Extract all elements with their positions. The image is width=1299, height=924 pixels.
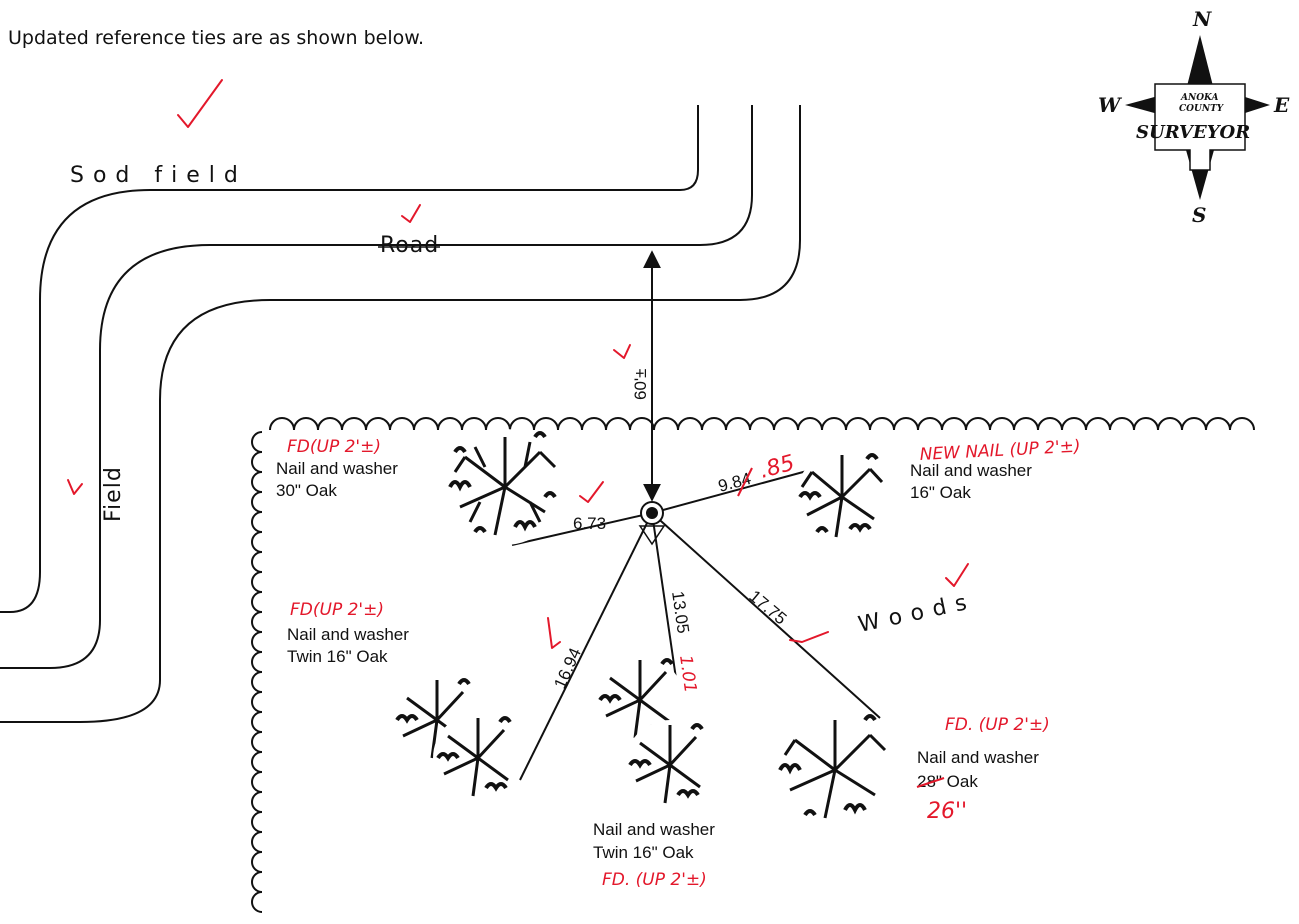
se-tree-desc-strike xyxy=(916,777,945,788)
check-mark-woods xyxy=(945,563,969,587)
compass-north-arrow xyxy=(1186,35,1214,90)
road-edge-outer xyxy=(0,105,699,613)
check-mark-north-tie xyxy=(613,344,631,359)
tie-distance-ne-new: .85 xyxy=(757,451,797,484)
check-mark-sw-tie xyxy=(547,617,561,649)
compass-east-arrow xyxy=(1242,96,1270,114)
road-centerline xyxy=(0,105,753,669)
check-mark-sod-field xyxy=(177,79,223,128)
check-mark-se-tie xyxy=(789,631,829,643)
sod-field-label: S o d f i e l d xyxy=(70,163,239,188)
badge-surveyor: SURVEYOR xyxy=(1136,122,1250,143)
road-lines xyxy=(0,105,801,723)
survey-monument xyxy=(638,501,666,546)
tree-icon-s-twin-2 xyxy=(625,720,715,810)
tie-line-sw xyxy=(519,512,653,781)
reference-ties-note: Updated reference ties are as shown belo… xyxy=(8,27,424,49)
se-tree-desc-1: Nail and washer xyxy=(917,748,1039,767)
tie-distance-s-old: 13.05 xyxy=(668,590,693,635)
tree-icon-se xyxy=(777,712,893,828)
review-checkmarks xyxy=(67,79,969,649)
check-mark-field xyxy=(67,479,83,495)
nw-tree-desc-2: 30" Oak xyxy=(276,481,337,500)
road-label: Road xyxy=(380,233,439,258)
compass-east-label: E xyxy=(1273,93,1290,117)
s-tree-desc-2: Twin 16" Oak xyxy=(593,843,694,862)
ne-tree-desc-2: 16" Oak xyxy=(910,483,971,502)
s-tree-note: FD. (UP 2'±) xyxy=(602,870,707,890)
check-mark-road xyxy=(401,204,421,223)
road-edge-inner xyxy=(0,105,801,723)
tie-distance-se: 17.75 xyxy=(745,587,790,629)
ne-tree-desc-1: Nail and washer xyxy=(910,461,1032,480)
sw-tree-desc-1: Nail and washer xyxy=(287,625,409,644)
badge-county: COUNTY xyxy=(1179,104,1225,114)
compass-rose: N S W E ANOKA COUNTY SURVEYOR xyxy=(1098,7,1290,227)
compass-west-arrow xyxy=(1125,96,1158,114)
tie-distance-nw: 6.73 xyxy=(573,514,606,533)
tie-line-se xyxy=(651,512,881,719)
se-tree-desc-2-new: 26'' xyxy=(927,799,967,824)
sw-tree-desc-2: Twin 16" Oak xyxy=(287,647,388,666)
woods-label: W o o d s xyxy=(856,590,970,638)
county-outline-badge xyxy=(1154,83,1246,171)
sw-tree-note: FD(UP 2'±) xyxy=(290,600,384,620)
tie-distance-north: 60'± xyxy=(631,369,650,401)
tree-icon-nw xyxy=(447,429,563,545)
se-tree-note: FD. (UP 2'±) xyxy=(945,715,1050,735)
s-tree-desc-1: Nail and washer xyxy=(593,820,715,839)
nw-tree-note: FD(UP 2'±) xyxy=(287,437,381,457)
compass-north-label: N xyxy=(1192,7,1212,31)
se-tree-desc-2-old: 28" Oak xyxy=(917,772,978,791)
tie-distance-ne-strike xyxy=(737,467,753,497)
woods-boundary-left xyxy=(251,431,263,913)
tie-distance-ne-old: 9.84 xyxy=(716,469,753,496)
woods-boundary-top xyxy=(269,417,1255,431)
compass-south-label: S xyxy=(1192,203,1206,227)
tree-icon-ne xyxy=(796,451,888,543)
check-mark-nw-tie xyxy=(579,481,604,503)
field-label: Field xyxy=(101,466,126,522)
badge-anoka: ANOKA xyxy=(1180,93,1219,103)
tree-icon-sw-twin-2 xyxy=(433,713,523,803)
tie-distance-sw: 16.94 xyxy=(550,645,585,692)
compass-west-label: W xyxy=(1098,93,1123,117)
tie-line-nw xyxy=(511,512,653,546)
nw-tree-desc-1: Nail and washer xyxy=(276,459,398,478)
